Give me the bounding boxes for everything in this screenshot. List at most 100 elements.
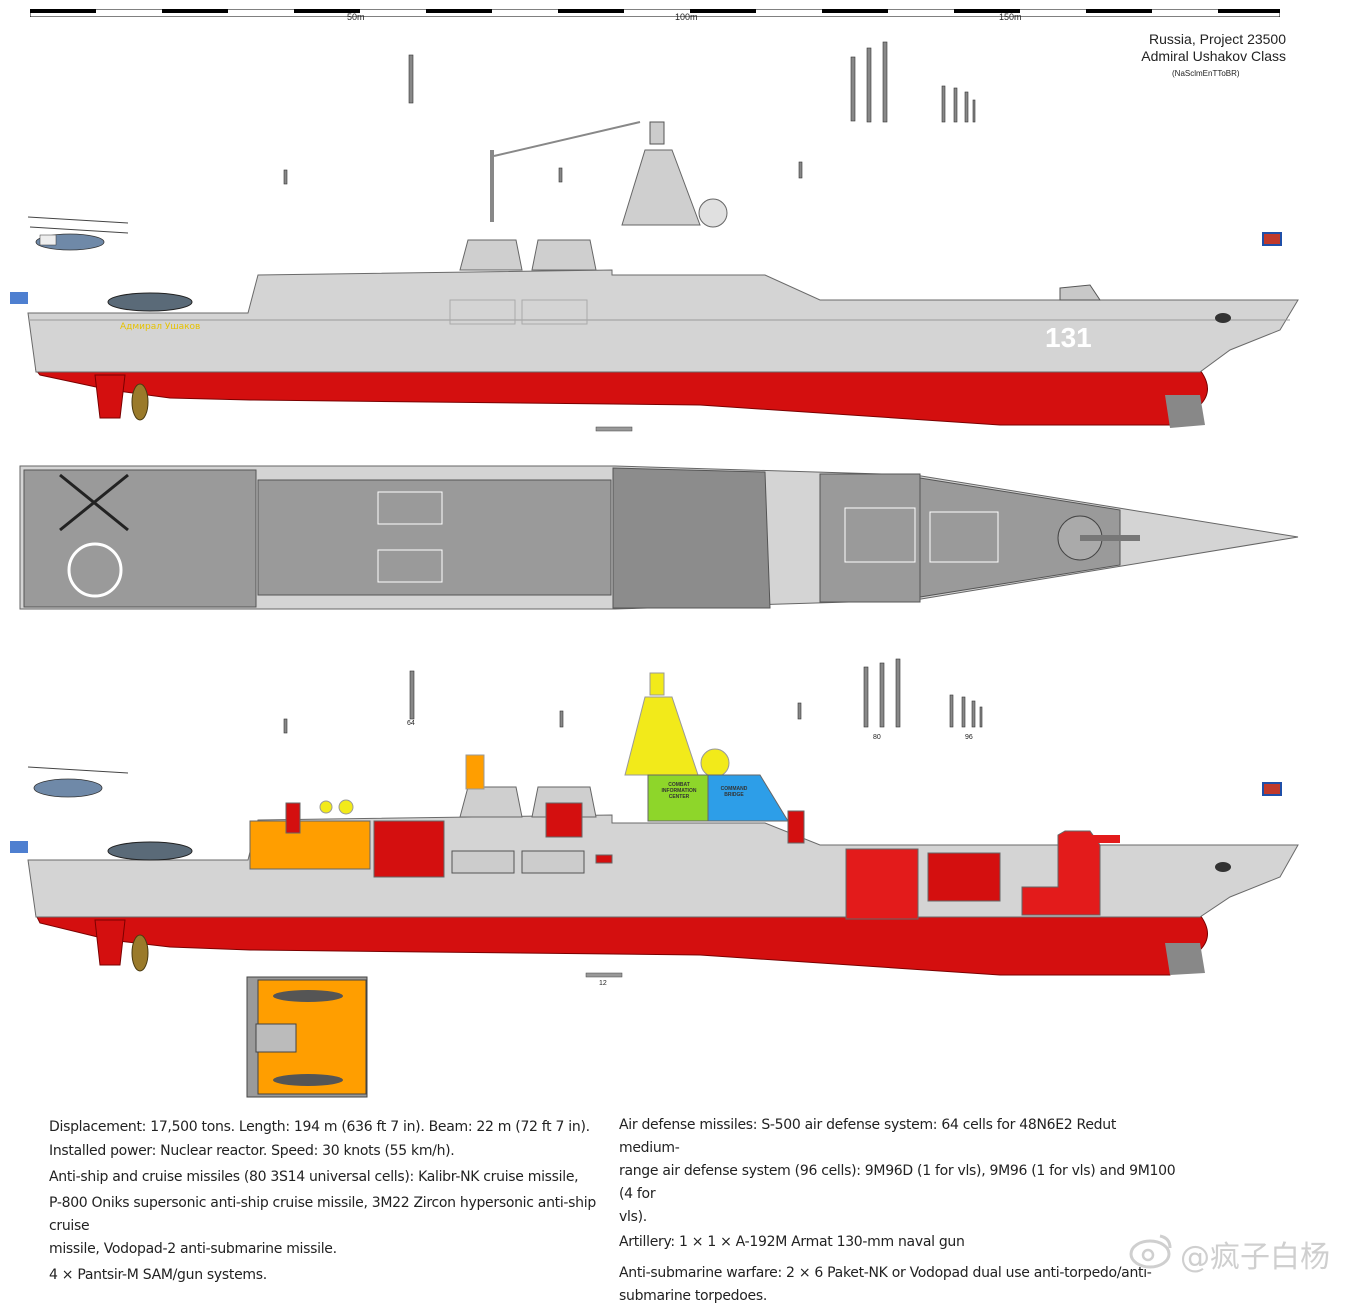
title-line-2: Admiral Ushakov Class — [1141, 48, 1286, 64]
scale-bar — [29, 4, 1281, 24]
vent-grille — [449, 299, 516, 325]
hull-antifouling — [34, 369, 1208, 426]
radar-dome — [698, 198, 728, 228]
jack-flag-icon — [1262, 232, 1282, 246]
title-block: Russia, Project 23500 Admiral Ushakov Cl… — [1026, 31, 1286, 65]
spec-line: range air defense system (96 cells): 9M9… — [619, 1163, 1176, 1202]
spec-line: Artillery: 1 × 1 × A-192M Armat 130-mm n… — [619, 1234, 965, 1250]
spec-line: Installed power: Nuclear reactor. Speed:… — [49, 1143, 455, 1159]
vls-block-fore — [845, 848, 919, 920]
hull-upper — [27, 269, 1299, 373]
missile-icons-cutaway — [283, 658, 983, 734]
foredeck-plan — [919, 477, 1121, 598]
antenna-mast — [490, 150, 494, 222]
pantsir-mount-highlight — [787, 810, 805, 844]
mast-radar — [649, 121, 665, 145]
title-line-1: Russia, Project 23500 — [1149, 31, 1286, 47]
pantsir-mount-highlight — [285, 802, 301, 834]
vls-block-aft — [373, 820, 445, 878]
main-mast — [621, 149, 701, 226]
launcher-icon — [255, 1023, 297, 1053]
hawse-pipe — [1215, 313, 1231, 323]
artist-credit: (NaSclmEnTToBR) — [1172, 69, 1240, 78]
rudder — [94, 374, 126, 419]
spec-line: missile, Vodopad-2 anti-submarine missil… — [49, 1241, 337, 1257]
missile-icons — [283, 41, 976, 185]
ship-name-on-hull: Адмирал Ушаков — [120, 322, 201, 332]
command-bridge-block — [707, 774, 789, 822]
spec-line: Anti-submarine warfare: 2 × 6 Paket-NK o… — [619, 1265, 1152, 1281]
torpedo-icon — [585, 972, 623, 978]
jack-flag-icon — [1262, 782, 1282, 796]
scale-label-100m: 100m — [675, 12, 698, 22]
hull-antifouling — [35, 914, 1208, 976]
watermark: @疯子白杨 — [1180, 1240, 1330, 1275]
count-64: 64 — [407, 720, 415, 727]
hull-number-profile: 131 — [1045, 322, 1092, 353]
hawse-pipe — [1215, 862, 1231, 872]
midship-deck — [257, 479, 612, 596]
rotor-icon — [59, 473, 129, 532]
hangar-plan-inset — [246, 976, 368, 1098]
propeller — [131, 934, 149, 972]
vls-grid-plan — [929, 511, 999, 563]
helipad-circle — [67, 542, 123, 598]
antenna-highlight — [465, 754, 485, 790]
specs-left: Displacement: 17,500 tons. Length: 194 m… — [49, 1116, 609, 1287]
scale-label-50m: 50m — [347, 12, 365, 22]
aft-deckhouse — [531, 239, 597, 271]
weibo-logo-icon — [1129, 1234, 1172, 1269]
ship-plan-view — [19, 465, 1299, 610]
deck-helicopter-icon — [107, 292, 193, 312]
scale-label-150m: 150m — [999, 12, 1022, 22]
ship-cutaway-view — [10, 658, 1299, 978]
torpedo-icon — [595, 426, 633, 432]
boat-bay — [451, 850, 515, 874]
rudder — [94, 919, 126, 966]
flight-deck — [23, 469, 257, 608]
spec-line: Air defense missiles: S-500 air defense … — [619, 1117, 1117, 1156]
fore-pantsir-deckhouse — [459, 786, 523, 818]
scale-bar-graphic — [29, 8, 1281, 18]
sonar-dome — [1165, 943, 1205, 975]
bridge-label: COMMAND BRIDGE — [720, 786, 748, 798]
spec-line: Anti-ship and cruise missiles (80 3S14 u… — [49, 1169, 579, 1185]
hangar-block — [249, 820, 371, 870]
spec-line: 4 × Pantsir-M SAM/gun systems. — [49, 1267, 267, 1283]
vls-block-redut — [927, 852, 1001, 902]
radar-dome-highlight — [700, 748, 730, 778]
vls-block-plan — [819, 473, 921, 603]
spec-line: submarine torpedoes. — [619, 1288, 767, 1304]
combat-information-center-block — [647, 774, 709, 822]
main-gun-turret — [1059, 284, 1101, 301]
boat-bay — [521, 850, 585, 874]
ship-profile-view — [10, 41, 1299, 432]
specs-right: Air defense missiles: S-500 air defense … — [619, 1114, 1179, 1308]
pantsir-mount-highlight — [545, 802, 583, 838]
mast-plan — [612, 467, 771, 609]
spec-line: vls). — [619, 1209, 647, 1225]
gun-barrel-plan — [1080, 535, 1140, 541]
hull-upper — [27, 814, 1299, 918]
sensor-highlight — [338, 799, 354, 815]
sensor-highlight — [319, 800, 333, 814]
helicopter-icon-cutaway — [27, 766, 129, 798]
mast-radar-highlight — [649, 672, 665, 696]
gun-barrel-highlight — [1060, 835, 1120, 843]
gun-mount-highlight — [1021, 830, 1101, 916]
vls-grid-plan — [377, 491, 443, 525]
stowed-helicopter-icon — [273, 990, 343, 1002]
count-80: 80 — [873, 734, 881, 741]
helicopter-icon — [27, 216, 129, 251]
mast-sensor-section — [624, 696, 699, 776]
propeller — [131, 383, 149, 421]
spec-line: P-800 Oniks supersonic anti-ship cruise … — [49, 1195, 596, 1234]
deck-helicopter-icon — [107, 841, 193, 861]
sonar-dome — [1165, 395, 1205, 428]
fore-pantsir-deckhouse — [459, 239, 523, 271]
cic-label: COMBAT INFORMATION CENTER — [661, 782, 697, 800]
vent-grille — [521, 299, 588, 325]
torpedo-launcher-highlight — [595, 854, 613, 864]
count-12: 12 — [599, 980, 607, 987]
vls-grid-plan — [844, 507, 916, 563]
